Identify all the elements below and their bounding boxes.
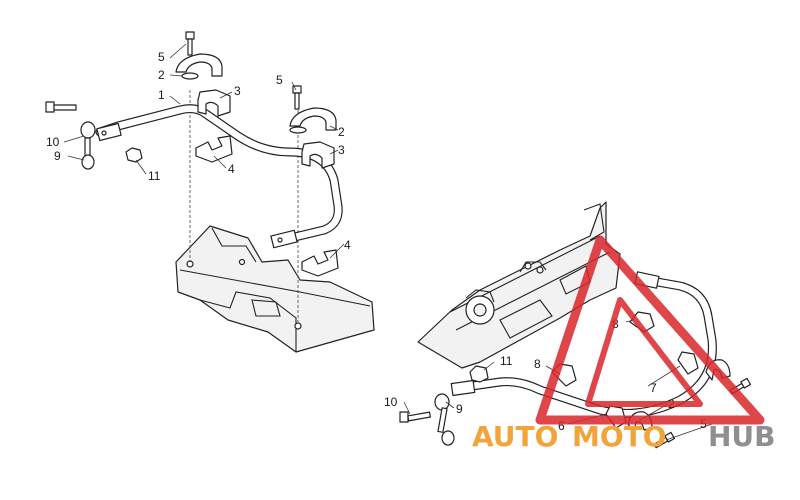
bolt-icon: [292, 85, 302, 110]
callout-r9: 9: [456, 402, 463, 416]
callout-3b: 3: [338, 143, 345, 157]
nut-icon: [469, 365, 489, 383]
watermark-logo: [535, 235, 765, 425]
watermark-text: AUTO MOTO HUB: [472, 420, 776, 453]
callout-2b: 2: [338, 125, 345, 139]
frame-assembly-right: [417, 201, 621, 369]
callout-10: 10: [46, 135, 60, 149]
bushing-icon: [197, 89, 231, 117]
callout-3a: 3: [234, 84, 241, 98]
callout-r8b: 8: [534, 357, 541, 371]
clamp-icon: [175, 53, 223, 80]
callout-4a: 4: [228, 162, 235, 176]
callout-r10: 10: [384, 395, 398, 409]
watermark-auto: AUTO: [472, 420, 558, 453]
end-link-icon: [45, 101, 96, 170]
bushing-icon: [677, 351, 699, 375]
bracket-icon: [195, 135, 233, 163]
callout-5a: 5: [158, 50, 165, 64]
callout-2a: 2: [158, 68, 165, 82]
nut-icon: [125, 147, 143, 163]
callout-4b: 4: [344, 238, 351, 252]
callout-r6: 6: [558, 419, 565, 433]
callout-11: 11: [148, 169, 161, 183]
clamp-icon: [289, 107, 337, 134]
bushing-icon: [301, 141, 335, 169]
callout-r7: 7: [650, 381, 657, 395]
frame-plate-left: [175, 225, 375, 353]
callout-1: 1: [158, 88, 165, 102]
watermark-hub: HUB: [708, 420, 776, 453]
stabilizer-bar-right: [450, 271, 717, 418]
callout-9: 9: [54, 149, 61, 163]
callout-5b: 5: [276, 73, 283, 87]
stabilizer-bar-left: [95, 104, 343, 249]
bracket-icon: [301, 249, 339, 277]
watermark-moto: MOTO: [572, 420, 667, 453]
bolt-icon: [185, 31, 195, 56]
end-link-icon: [399, 393, 455, 446]
callout-r11: 11: [500, 354, 513, 368]
